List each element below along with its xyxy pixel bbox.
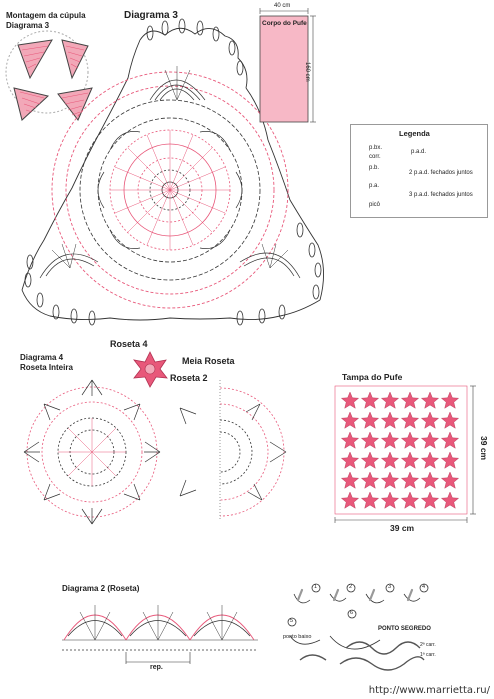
- lid-rosette: [340, 471, 360, 489]
- lid-rosette: [440, 471, 460, 489]
- carr1-label: 1ª carr.: [420, 652, 436, 658]
- lid-rosette: [440, 391, 460, 409]
- ponto-segredo-label: PONTO SEGREDO: [378, 626, 431, 632]
- roseta2-label: Roseta 2: [170, 373, 208, 383]
- legend-item-3pad: 3 p.a.d. fechados juntos: [409, 192, 473, 198]
- lid-rosette: [420, 451, 440, 469]
- diagram2-edging: [62, 605, 258, 664]
- lid-rosette: [440, 431, 460, 449]
- lid-rosette: [420, 411, 440, 429]
- legend-title: Legenda: [399, 129, 430, 138]
- lid-rosette: [380, 491, 400, 509]
- legend-item-pico: picô: [369, 202, 381, 208]
- lid-title: Tampa do Pufe: [342, 372, 403, 382]
- ponto-baixo-label: ponto baixo: [283, 634, 312, 640]
- step-5: 5: [290, 618, 294, 624]
- meia-roseta-label: Meia Roseta: [182, 356, 235, 366]
- lid-rosette: [360, 391, 380, 409]
- step-6: 6: [350, 610, 354, 616]
- lid-rosette: [400, 391, 420, 409]
- lid-rosette: [360, 451, 380, 469]
- lid-width: 39 cm: [390, 523, 415, 533]
- lid-height: 39 cm: [479, 436, 489, 461]
- lid-rosette: [400, 411, 420, 429]
- legend-item-pbx: p.bx.: [369, 145, 383, 151]
- legend-box: Legenda p.bx. corr. p.b. p.a. picô p.a.d…: [350, 124, 488, 218]
- lid-rosette: [400, 471, 420, 489]
- lid-rosette: [420, 431, 440, 449]
- lid-rosette: [340, 451, 360, 469]
- lid-rosette: [400, 491, 420, 509]
- lid-rosette: [360, 491, 380, 509]
- lid-rosette: [380, 391, 400, 409]
- lid-rosette: [360, 411, 380, 429]
- body-panel-width: 40 cm: [274, 3, 291, 9]
- step-1: 1: [314, 584, 318, 590]
- lid-rosette: [400, 431, 420, 449]
- lid-rosette: [440, 451, 460, 469]
- diagram3-motif: [21, 18, 324, 326]
- legend-item-pad: p.a.d.: [411, 149, 427, 155]
- diagram4-title-line1: Diagrama 4: [20, 353, 64, 362]
- lid-rosette: [420, 491, 440, 509]
- rep-label: rep.: [150, 664, 163, 671]
- step-2: 2: [349, 584, 353, 590]
- diagram3-title: Diagrama 3: [124, 10, 178, 21]
- lid-rosette: [380, 411, 400, 429]
- lid-rosette: [400, 451, 420, 469]
- diagram4-rosette: [23, 379, 161, 525]
- roseta4-label: Roseta 4: [110, 339, 148, 349]
- legend-item-pa: p.a.: [369, 183, 380, 189]
- carr2-label: 2ª carr.: [420, 642, 436, 648]
- lid-rosette: [340, 391, 360, 409]
- roseta-star: [133, 351, 168, 388]
- step-illustrations: [287, 583, 429, 671]
- legend-item-pb: p.b.: [369, 165, 380, 171]
- legend-item-2pad: 2 p.a.d. fechados juntos: [409, 170, 473, 176]
- body-panel: [259, 8, 316, 123]
- assembly-diagram: [5, 30, 93, 121]
- body-panel-height: 160 cm: [304, 62, 310, 82]
- lid-rosette: [440, 491, 460, 509]
- watermark: http://www.marrietta.ru/: [368, 685, 490, 696]
- lid-rosette: [360, 431, 380, 449]
- lid-rosette: [420, 391, 440, 409]
- lid-rosette: [340, 411, 360, 429]
- lid-rosette: [420, 471, 440, 489]
- body-panel-label: Corpo do Pufe: [262, 20, 307, 27]
- lid-rosette: [440, 411, 460, 429]
- half-rosette: [179, 380, 287, 520]
- lid-rosette: [340, 491, 360, 509]
- diagram4-title-line2: Roseta Inteira: [20, 363, 73, 372]
- assembly-title-line1: Montagem da cúpula: [6, 11, 86, 20]
- lid-rosette: [380, 451, 400, 469]
- lid-rosette: [380, 431, 400, 449]
- lid-mosaic: [334, 385, 476, 523]
- lid-rosette: [340, 431, 360, 449]
- lid-rosette: [360, 471, 380, 489]
- step-4: 4: [422, 584, 426, 590]
- diagram2-title: Diagrama 2 (Roseta): [62, 584, 140, 593]
- assembly-title-line2: Diagrama 3: [6, 21, 50, 30]
- legend-item-corr: corr.: [369, 154, 381, 160]
- step-3: 3: [388, 584, 392, 590]
- lid-rosette: [380, 471, 400, 489]
